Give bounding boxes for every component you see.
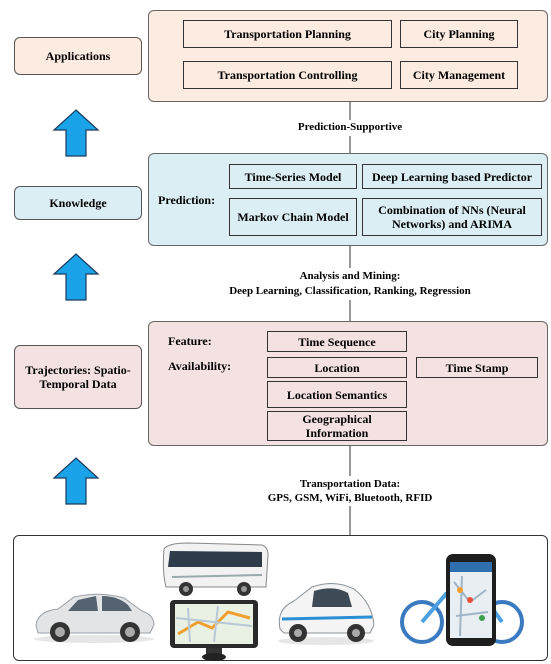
up-arrow-icon [52, 457, 100, 505]
model-deep-learning-predictor: Deep Learning based Predictor [362, 164, 542, 189]
smartphone-bike-icon [400, 554, 524, 646]
knowledge-label: Knowledge [14, 186, 142, 220]
app-transportation-planning: Transportation Planning [183, 20, 392, 48]
data-layer-panel [148, 321, 548, 446]
applications-label: Applications [14, 37, 142, 75]
electric-car-icon [278, 583, 375, 645]
app-city-planning: City Planning [400, 20, 518, 48]
gps-navigator-icon [170, 600, 258, 661]
location-semantics-box: Location Semantics [267, 381, 407, 408]
applications-panel [148, 10, 548, 102]
model-time-series: Time-Series Model [229, 164, 357, 189]
location-box: Location [267, 357, 407, 378]
app-transportation-controlling: Transportation Controlling [183, 61, 392, 89]
bus-icon [162, 542, 269, 596]
model-markov-chain: Markov Chain Model [229, 198, 357, 236]
model-nn-arima: Combination of NNs (Neural Networks) and… [362, 198, 542, 236]
geographical-information-box: Geographical Information [267, 411, 407, 441]
trajectories-label: Trajectories: Spatio-Temporal Data [14, 345, 142, 409]
app-city-management: City Management [400, 61, 518, 89]
analysis-mining-methods: Deep Learning, Classification, Ranking, … [229, 285, 471, 297]
prediction-label: Prediction: [158, 193, 216, 207]
feature-label: Feature: [168, 334, 212, 348]
transportation-data-sources: GPS, GSM, WiFi, Bluetooth, RFID [267, 492, 433, 504]
availability-label: Availability: [168, 359, 232, 373]
time-sequence-box: Time Sequence [267, 331, 407, 352]
car-icon [34, 593, 155, 643]
time-stamp-box: Time Stamp [416, 357, 538, 378]
prediction-supportive-caption: Prediction-Supportive [297, 121, 403, 133]
up-arrow-icon [52, 253, 100, 301]
knowledge-panel [148, 153, 548, 246]
transportation-data-title: Transportation Data: [299, 478, 401, 490]
analysis-mining-title: Analysis and Mining: [299, 270, 401, 282]
up-arrow-icon [52, 109, 100, 157]
